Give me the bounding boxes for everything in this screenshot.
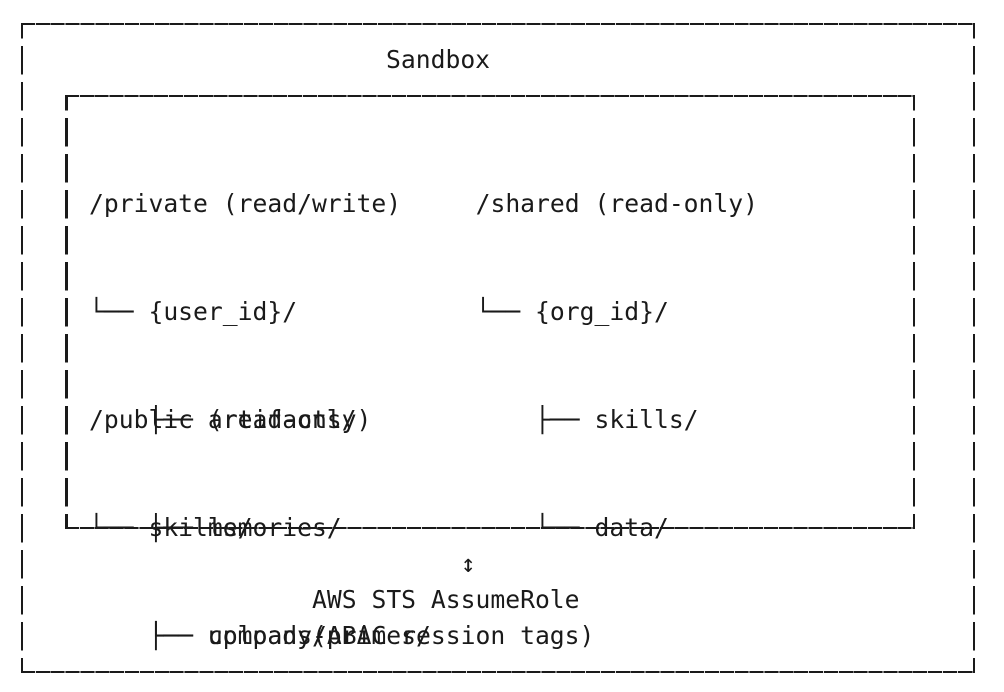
- filesystem-box-border-left: [65, 94, 68, 530]
- public-tree-header: /public (read-only): [89, 405, 372, 434]
- tree-line-memories: ├── memories/: [89, 513, 342, 542]
- tree-line-uploads: └── uploads/: [89, 621, 327, 650]
- sandbox-box-border-bottom: [20, 670, 975, 674]
- connector-label-line2: (ABAC session tags): [312, 621, 595, 650]
- public-tree: /public (read-only) └── skills/ ├── comp…: [89, 330, 461, 692]
- tree-line-user-id: └── {user_id}/: [89, 297, 298, 326]
- bidirectional-arrow-icon: ↕: [460, 549, 476, 578]
- sandbox-box-border-right: [972, 22, 975, 674]
- sandbox-title: Sandbox: [386, 45, 491, 74]
- filesystem-box-border-bottom: [65, 526, 916, 530]
- shared-tree-header: /shared (read-only): [475, 189, 758, 218]
- sandbox-box-border-left: [20, 22, 24, 674]
- connector-label-line1: AWS STS AssumeRole: [312, 585, 580, 614]
- private-tree-header: /private (read/write): [89, 189, 402, 218]
- private-tree: /private (read/write) └── {user_id}/ ├──…: [89, 114, 401, 692]
- filesystem-box-border-right: [913, 94, 916, 530]
- tree-line-shared-data: └── data/: [475, 513, 669, 542]
- shared-tree: /shared (read-only) └── {org_id}/ ├── sk…: [476, 114, 758, 618]
- filesystem-box: [65, 94, 916, 530]
- sandbox-box: [20, 22, 975, 674]
- tree-line-company-primer: ├── company-primer/: [89, 621, 431, 650]
- filesystem-box-border-top: [65, 94, 916, 98]
- sandbox-box-border-top: [20, 22, 975, 26]
- tree-line-org-id: └── {org_id}/: [475, 297, 669, 326]
- tree-line-shared-skills: ├── skills/: [475, 405, 699, 434]
- tree-line-artifacts: ├── artifacts/: [89, 405, 357, 434]
- tree-line-public-skills: └── skills/: [89, 513, 253, 542]
